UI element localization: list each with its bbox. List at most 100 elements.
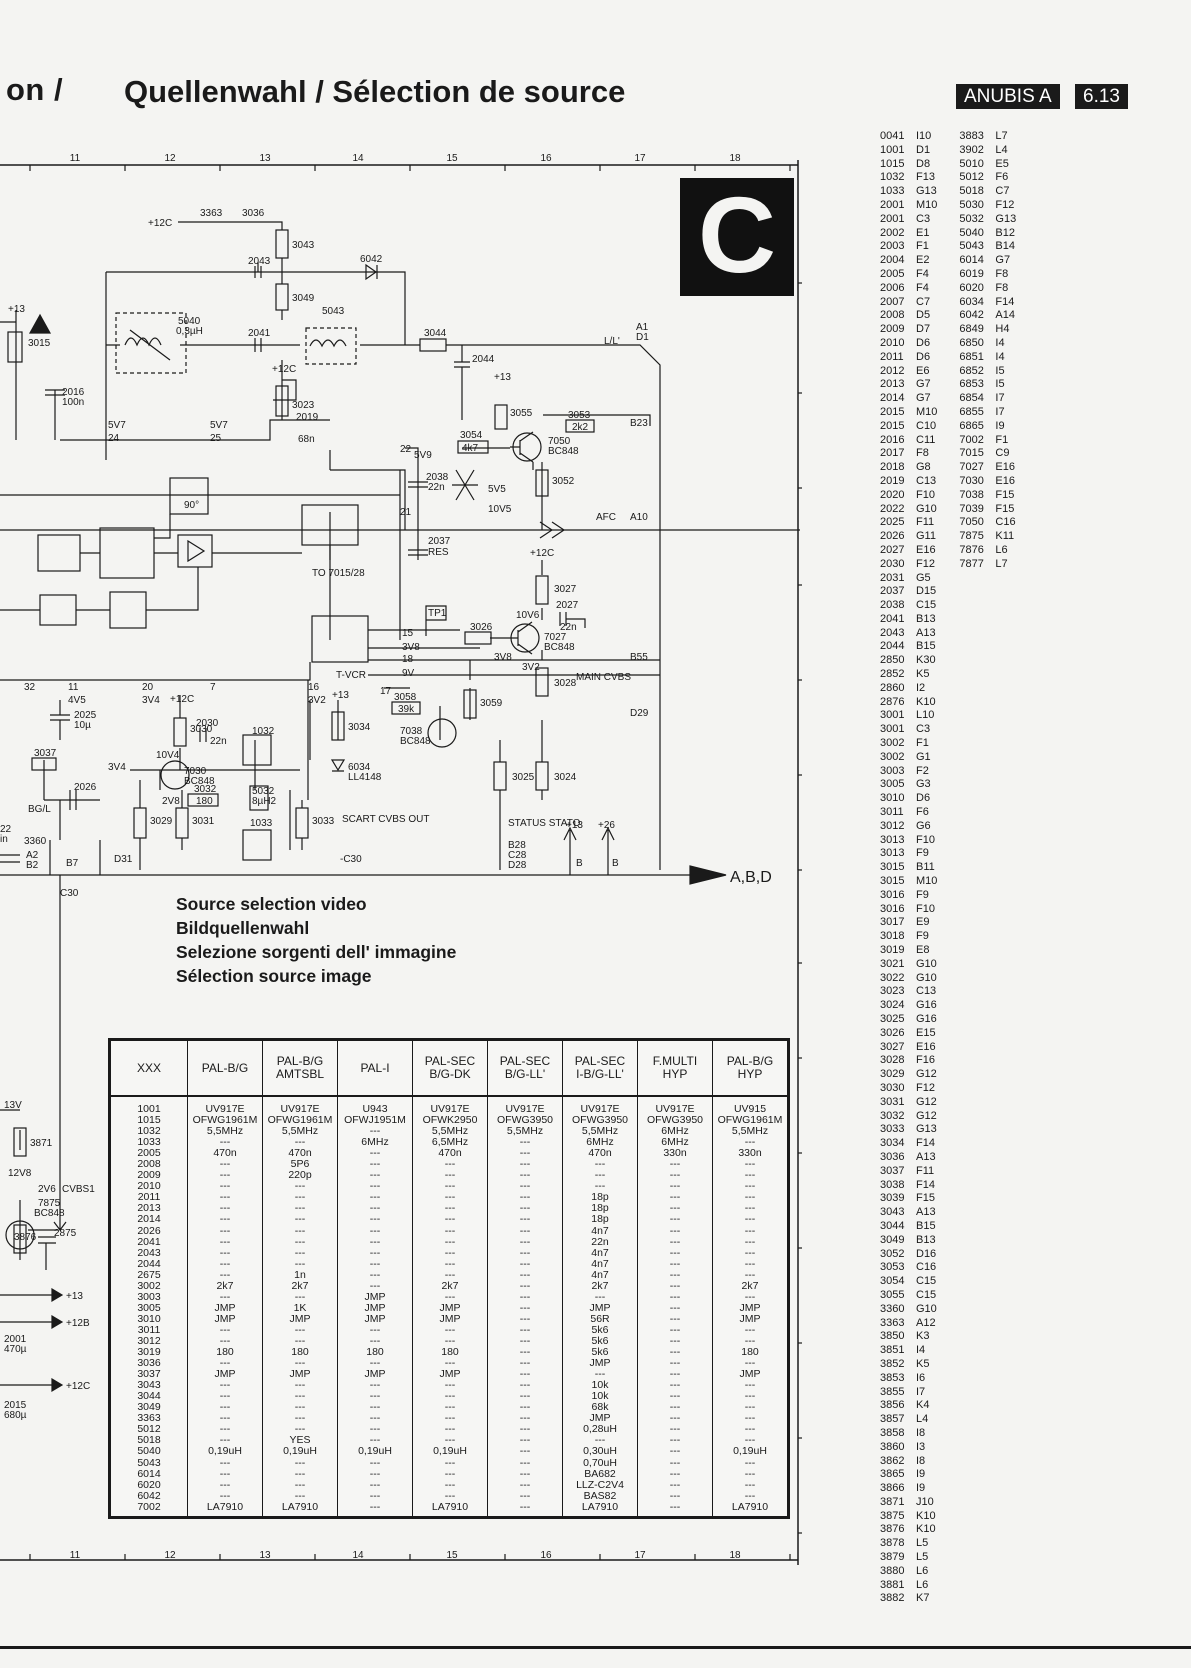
label: 11: [68, 682, 79, 693]
grid-location: K10: [916, 695, 936, 708]
reference-number: 2030: [880, 557, 905, 570]
resistor-3023: [275, 385, 289, 417]
label: 3052: [552, 476, 575, 487]
grid-location: F4: [916, 281, 929, 294]
label: 3053: [568, 410, 591, 421]
phase-block: [169, 477, 209, 515]
grid-location: I3: [916, 1440, 926, 1453]
grid-column-label: 17: [634, 153, 646, 164]
reference-number: 6034: [959, 295, 984, 308]
table-header-cell: F.MULTI HYP: [637, 1039, 713, 1097]
reference-number: 1015: [880, 157, 905, 170]
grid-location: A13: [916, 626, 936, 639]
reference-number: 3002: [880, 750, 905, 763]
grid-location: I7: [995, 405, 1005, 418]
wire: [49, 826, 615, 875]
grid-location: K10: [916, 1509, 936, 1522]
label: 3363: [200, 208, 223, 219]
label: 2038: [426, 472, 449, 483]
grid-location: G1: [916, 750, 931, 763]
table-header-cell: PAL-B/G: [187, 1039, 263, 1097]
grid-location: C3: [916, 212, 931, 225]
cap-2044: [454, 345, 470, 390]
table-header-cell: XXX: [109, 1039, 188, 1097]
wire: [0, 567, 199, 611]
grid-location: E9: [916, 916, 930, 929]
label: 2041: [248, 328, 271, 339]
table-ref-column: 1001 1015 1032 1033 2005 2008 2009 2010 …: [109, 1096, 188, 1518]
grid-location: K10: [916, 1523, 936, 1536]
label: 5043: [322, 306, 345, 317]
reference-number: 5030: [959, 198, 984, 211]
grid-location: F12: [916, 1081, 935, 1094]
label: 68n: [298, 434, 315, 445]
grid-location: K30: [916, 654, 936, 667]
reference-number: 2852: [880, 668, 905, 681]
grid-location: G7: [916, 392, 931, 405]
grid-location: F15: [995, 488, 1015, 501]
caption-line: Source selection video: [176, 894, 367, 914]
grid-location: I8: [916, 1454, 926, 1467]
grid-location: C13: [916, 985, 937, 998]
label: 17: [380, 686, 392, 697]
grid-location: I2: [916, 681, 926, 694]
grid-location: B11: [916, 861, 935, 874]
label: +13: [8, 304, 25, 315]
label: 3028: [554, 678, 577, 689]
grid-location: M10: [916, 405, 938, 418]
label: 3V2: [522, 662, 540, 673]
label: 7027: [544, 632, 567, 643]
label: 25: [210, 433, 222, 444]
label: B55: [630, 652, 648, 663]
label: 3043: [292, 240, 315, 251]
grid-location: F16: [916, 1054, 935, 1067]
reference-number: 2022: [880, 502, 905, 515]
grid-location: D6: [916, 336, 931, 349]
label: 2015: [4, 1400, 27, 1411]
reference-number: 3879: [880, 1551, 905, 1564]
grid-location: E2: [916, 254, 930, 267]
wire: [307, 680, 339, 800]
resistor-3031: [175, 807, 189, 839]
grid-location: F12: [916, 557, 935, 570]
label: 3059: [480, 698, 503, 709]
grid-location: G11: [916, 530, 936, 543]
grid-location: K4: [916, 1399, 930, 1412]
grid-column-label: 17: [634, 1550, 646, 1561]
reference-number: 5032: [959, 212, 984, 225]
demodulator-block: [99, 527, 155, 579]
label: 470µ: [4, 1344, 27, 1355]
label: BC848: [184, 776, 215, 787]
reference-number: 5012: [959, 171, 984, 184]
grid-location: G10: [916, 957, 937, 970]
grid-location: K11: [995, 530, 1015, 543]
reference-number: 3858: [880, 1426, 905, 1439]
label: 2k2: [572, 422, 589, 433]
reference-number: 5040: [959, 226, 984, 239]
